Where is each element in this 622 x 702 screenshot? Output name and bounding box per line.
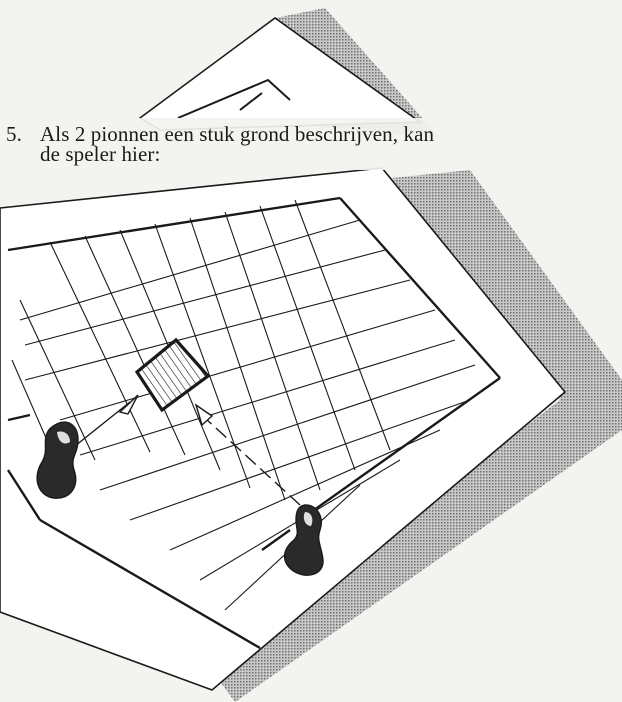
instruction-text: 5.Als 2 pionnen een stuk grond beschrijv… <box>6 124 434 164</box>
instruction-line-2: de speler hier: <box>6 144 434 164</box>
instruction-number: 5. <box>6 124 40 144</box>
